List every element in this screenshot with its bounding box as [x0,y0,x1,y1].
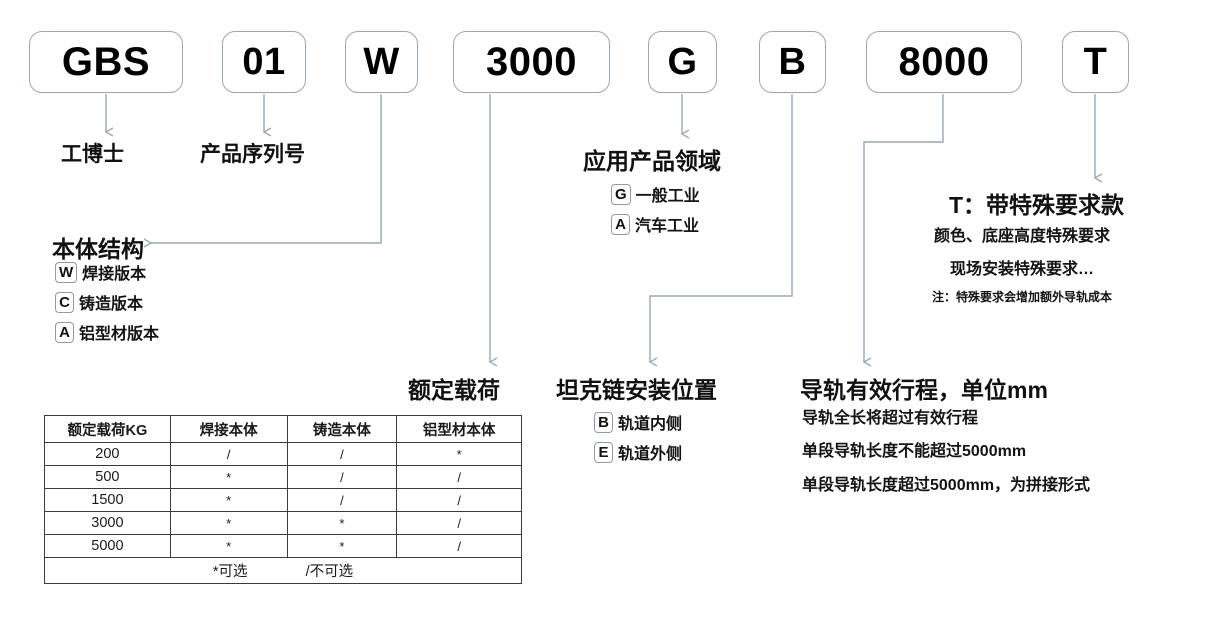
label-serial: 产品序列号 [200,143,305,166]
stroke-note-2: 单段导轨长度不能超过5000mm [802,443,1027,460]
list-item: W 焊接版本 [55,260,159,284]
table-cell-load: 500 [44,465,171,489]
structure-option-list: W 焊接版本 C 铸造版本 A 铝型材版本 [55,260,159,350]
list-item: E 轨道外侧 [594,440,682,464]
table-row: 1500 * / / [44,488,522,512]
code-chip-a: A [55,321,74,343]
chain-option-list: B 轨道内侧 E 轨道外侧 [594,410,682,470]
table-row: 500 * / / [44,465,522,489]
label-chain-heading: 坦克链安装位置 [556,377,717,403]
special-note-1: 颜色、底座高度特殊要求 [933,228,1110,245]
table-cell-cast: / [286,488,398,512]
table-header-cell: 铝型材本体 [396,415,522,443]
option-label: 铸造版本 [79,296,144,313]
option-label: 铝型材版本 [79,326,160,343]
table-cell-load: 1500 [44,488,171,512]
special-note-2: 现场安装特殊要求… [949,261,1094,278]
stroke-note-3: 单段导轨长度超过5000mm，为拼接形式 [802,477,1091,494]
label-brand: 工博士 [61,143,124,166]
code-box-brand[interactable]: GBS [29,31,183,93]
label-stroke-heading: 导轨有效行程，单位mm [800,377,1048,403]
code-chip-b: B [594,411,613,433]
table-row: 3000 * * / [44,511,522,535]
label-special-heading: T：带特殊要求款 [949,192,1125,218]
legend-unavailable: /不可选 [305,564,354,580]
table-row: 5000 * * / [44,534,522,558]
table-legend-cell: *可选 /不可选 [44,557,522,584]
code-box-stroke[interactable]: 8000 [866,31,1022,93]
list-item: A 汽车工业 [611,212,700,236]
table-header-cell: 焊接本体 [169,415,288,443]
table-cell-aluminium: / [396,465,522,489]
code-chip-w: W [55,261,78,283]
table-cell-cast: / [286,442,398,466]
spec-table: 额定载荷KG 焊接本体 铸造本体 铝型材本体 200 / / * 500 * /… [44,415,522,584]
table-header-cell: 铸造本体 [286,415,398,443]
table-cell-aluminium: / [396,534,522,558]
code-box-field[interactable]: G [648,31,717,93]
special-note-block: 颜色、底座高度特殊要求 现场安装特殊要求… 注：特殊要求会增加额外导轨成本 [877,222,1167,305]
table-cell-load: 200 [44,442,171,466]
label-field-heading: 应用产品领域 [583,148,721,174]
table-cell-load: 3000 [44,511,171,535]
table-header-cell: 额定载荷KG [44,415,171,443]
table-cell-load: 5000 [44,534,171,558]
label-structure-heading: 本体结构 [52,236,144,262]
code-box-structure[interactable]: W [345,31,418,93]
code-box-special[interactable]: T [1062,31,1129,93]
table-cell-welded: * [169,534,288,558]
special-footnote: 注：特殊要求会增加额外导轨成本 [931,290,1112,304]
table-cell-welded: * [169,488,288,512]
code-chip-e: E [594,441,613,463]
code-chip-a-auto: A [611,213,630,235]
table-cell-welded: * [169,465,288,489]
list-item: B 轨道内侧 [594,410,682,434]
table-row: 200 / / * [44,442,522,466]
stroke-note-1: 导轨全长将超过有效行程 [802,410,979,427]
list-item: C 铸造版本 [55,290,159,314]
list-item: A 铝型材版本 [55,320,159,344]
field-option-list: G 一般工业 A 汽车工业 [611,182,700,242]
table-cell-cast: / [286,465,398,489]
legend-optional: *可选 [212,564,248,580]
label-load-heading: 额定载荷 [408,377,500,403]
list-item: G 一般工业 [611,182,700,206]
table-cell-welded: * [169,511,288,535]
option-label: 轨道内侧 [618,416,683,433]
option-label: 一般工业 [635,188,700,205]
table-cell-aluminium: / [396,511,522,535]
option-label: 轨道外侧 [618,446,683,463]
table-cell-aluminium: / [396,488,522,512]
table-cell-cast: * [286,511,398,535]
code-box-chain[interactable]: B [759,31,826,93]
code-box-load[interactable]: 3000 [453,31,610,93]
option-label: 汽车工业 [635,218,700,235]
code-chip-c: C [55,291,74,313]
code-box-serial[interactable]: 01 [222,31,306,93]
table-legend-row: *可选 /不可选 [44,557,522,584]
table-header-row: 额定载荷KG 焊接本体 铸造本体 铝型材本体 [44,415,522,443]
table-cell-cast: * [286,534,398,558]
table-cell-welded: / [169,442,288,466]
code-chip-g: G [611,183,631,205]
table-cell-aluminium: * [396,442,522,466]
option-label: 焊接版本 [82,266,147,283]
